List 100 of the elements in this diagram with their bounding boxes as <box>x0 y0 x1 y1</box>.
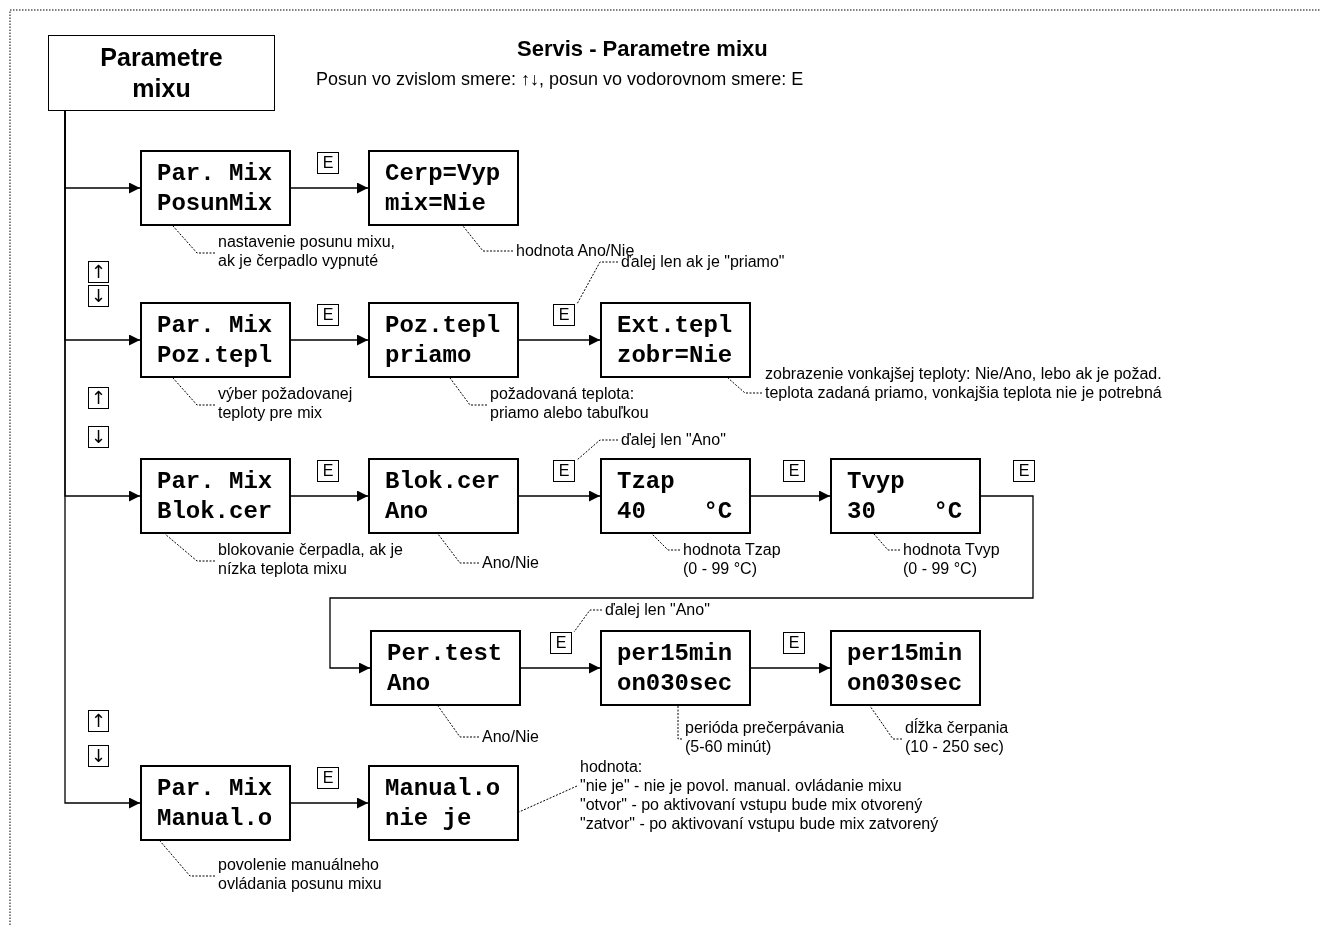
display-box <box>600 458 751 534</box>
arrow <box>750 662 831 674</box>
display-text: on030sec <box>847 669 963 699</box>
display-text: Tzap <box>617 467 675 497</box>
diagram-title: Servis - Parametre mixu <box>517 36 768 62</box>
annotation-text: Ano/Nie <box>482 553 539 572</box>
display-text: Blok.cer <box>385 467 501 497</box>
display-text: Tvyp <box>847 467 905 497</box>
arrow <box>64 110 141 809</box>
arrow-key-label: ↑ <box>88 710 109 732</box>
display-text: Par. Mix <box>157 311 273 341</box>
leader-line <box>172 225 216 254</box>
display-text: Blok.cer <box>157 497 273 527</box>
leader-line <box>437 533 480 564</box>
key-label: E <box>783 460 805 482</box>
leader-line <box>164 533 216 562</box>
display-text: Ext.tepl <box>617 311 733 341</box>
annotation-text: "otvor" - po aktivovaní vstupu bude mix otvorený <box>580 795 923 814</box>
annotation-text: povolenie manuálneho ovládania posunu mixu <box>218 855 383 893</box>
annotation-text: "nie je" - nie je povol. manual. ovládanie mixu <box>580 776 902 795</box>
arrow <box>518 334 601 346</box>
key-label: E <box>317 304 339 326</box>
display-text: per15min <box>847 639 963 669</box>
leader-line <box>651 533 681 551</box>
leader-line <box>576 439 619 461</box>
display-text: Per.test <box>387 639 503 669</box>
display-text: Manual.o <box>157 804 273 834</box>
arrow <box>290 182 369 194</box>
arrow <box>329 495 1034 674</box>
display-box <box>368 765 519 841</box>
leader-line <box>437 705 480 738</box>
key-label: E <box>1013 460 1035 482</box>
leader-line <box>677 705 683 740</box>
leader-line <box>869 705 903 740</box>
arrow-key-label: ↓ <box>88 745 109 767</box>
arrow <box>290 334 369 346</box>
display-text: mix=Nie <box>385 189 486 219</box>
display-text: Poz.tepl <box>157 341 273 371</box>
display-box <box>368 150 519 226</box>
arrow-key-label: ↑ <box>88 261 109 283</box>
display-text: Par. Mix <box>157 467 273 497</box>
display-text: Ano <box>387 669 431 699</box>
leader-line <box>462 225 514 252</box>
key-label: E <box>317 460 339 482</box>
annotation-text: ďalej len "Ano" <box>605 600 710 619</box>
key-label: E <box>317 152 339 174</box>
display-text: zobr=Nie <box>617 341 733 371</box>
leader-line <box>873 533 901 551</box>
annotation-text: výber požadovanej teploty pre mix <box>218 384 354 422</box>
display-text: on030sec <box>617 669 733 699</box>
arrow <box>290 490 369 502</box>
leader-line <box>518 785 578 813</box>
display-text: nie je <box>385 804 472 834</box>
arrow <box>518 490 601 502</box>
key-label: E <box>550 632 572 654</box>
box-title: Parametre mixu <box>99 42 224 104</box>
leader-line <box>573 609 603 633</box>
annotation-text: ďalej len "Ano" <box>621 430 726 449</box>
display-box <box>830 458 981 534</box>
annotation-text: požadovaná teplota: priamo alebo tabuľkou <box>490 384 650 422</box>
display-text: Par. Mix <box>157 159 273 189</box>
annotation-text: zobrazenie vonkajšej teploty: Nie/Ano, lebo ak je požad. teplota zadaná priamo, vonkajšia teplota nie je potrebná <box>765 364 1163 402</box>
leader-line <box>172 377 216 406</box>
annotation-text: nastavenie posunu mixu, ak je čerpadlo vypnuté <box>218 232 396 270</box>
display-text: Manual.o <box>385 774 501 804</box>
key-label: E <box>783 632 805 654</box>
key-label: E <box>553 304 575 326</box>
display-box <box>368 458 519 534</box>
display-text: per15min <box>617 639 733 669</box>
display-box <box>368 302 519 378</box>
annotation-text: hodnota: <box>580 757 643 776</box>
display-box <box>140 302 291 378</box>
leader-line <box>449 377 488 406</box>
arrow-key-label: ↑ <box>88 387 109 409</box>
leader-line <box>727 377 763 394</box>
key-label: E <box>317 767 339 789</box>
display-box <box>830 630 981 706</box>
display-text: priamo <box>385 341 472 371</box>
annotation-text: "zatvor" - po aktivovaní vstupu bude mix zatvorený <box>580 814 939 833</box>
annotation-text: Ano/Nie <box>482 727 539 746</box>
annotation-text: hodnota Tzap (0 - 99 °C) <box>683 540 782 578</box>
key-label: E <box>553 460 575 482</box>
display-box <box>140 765 291 841</box>
display-text: PosunMix <box>157 189 273 219</box>
display-text: Ano <box>385 497 429 527</box>
display-text: Cerp=Vyp <box>385 159 501 189</box>
display-box <box>370 630 521 706</box>
display-text: Poz.tepl <box>385 311 501 341</box>
display-box <box>140 458 291 534</box>
arrow <box>290 797 369 809</box>
display-box <box>600 302 751 378</box>
annotation-text: perióda prečerpávania (5-60 minút) <box>685 718 846 756</box>
annotation-text: blokovanie čerpadla, ak je nízka teplota mixu <box>218 540 404 578</box>
display-text: Par. Mix <box>157 774 273 804</box>
arrow <box>520 662 601 674</box>
title-box <box>48 35 275 111</box>
annotation-text: dĺžka čerpania (10 - 250 sec) <box>905 718 1010 756</box>
arrow <box>750 490 831 502</box>
display-text: 40 °C <box>617 497 733 527</box>
display-text: 30 °C <box>847 497 963 527</box>
